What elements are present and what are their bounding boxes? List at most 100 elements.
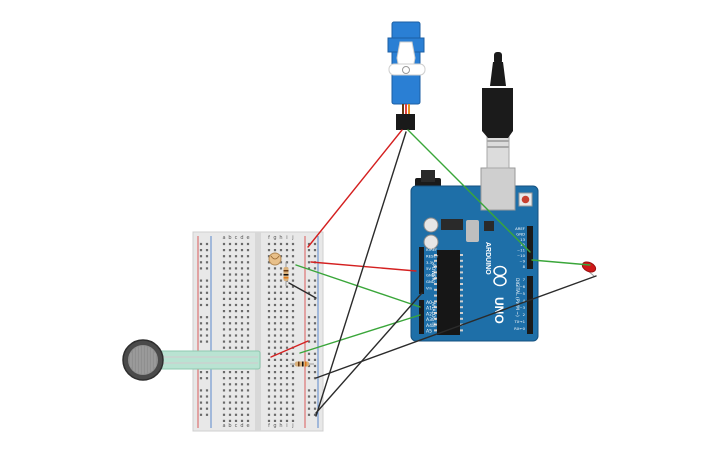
rail-hole[interactable]	[199, 255, 203, 258]
breadboard-hole[interactable]	[267, 395, 271, 398]
rail-hole[interactable]	[199, 413, 203, 416]
breadboard-hole[interactable]	[240, 389, 244, 392]
breadboard-hole[interactable]	[234, 316, 238, 319]
breadboard-hole[interactable]	[240, 328, 244, 331]
breadboard-hole[interactable]	[273, 328, 277, 331]
rail-hole[interactable]	[307, 328, 311, 331]
breadboard-hole[interactable]	[240, 310, 244, 313]
force-sensor[interactable]	[122, 339, 261, 381]
breadboard-hole[interactable]	[234, 297, 238, 300]
breadboard-hole[interactable]	[234, 407, 238, 410]
breadboard-hole[interactable]	[246, 322, 250, 325]
breadboard-hole[interactable]	[228, 291, 232, 294]
breadboard-hole[interactable]	[228, 242, 232, 246]
rail-hole[interactable]	[205, 242, 209, 246]
analog-header[interactable]	[419, 300, 424, 334]
rail-hole[interactable]	[307, 364, 311, 368]
breadboard-hole[interactable]	[291, 249, 295, 252]
rail-hole[interactable]	[313, 303, 317, 307]
breadboard-hole[interactable]	[246, 273, 250, 276]
breadboard-hole[interactable]	[273, 413, 277, 416]
breadboard-hole[interactable]	[285, 395, 289, 398]
breadboard-hole[interactable]	[228, 419, 232, 422]
breadboard-hole[interactable]	[279, 407, 283, 410]
breadboard-hole[interactable]	[228, 340, 232, 343]
breadboard-hole[interactable]	[234, 389, 238, 392]
rail-hole[interactable]	[313, 242, 317, 246]
rail-hole[interactable]	[199, 401, 203, 404]
breadboard-hole[interactable]	[222, 346, 226, 349]
breadboard-hole[interactable]	[267, 267, 271, 270]
breadboard-hole[interactable]	[240, 413, 244, 416]
breadboard-hole[interactable]	[291, 383, 295, 386]
breadboard-hole[interactable]	[234, 371, 238, 374]
breadboard-hole[interactable]	[285, 364, 289, 368]
breadboard-hole[interactable]	[240, 249, 244, 252]
breadboard-hole[interactable]	[291, 395, 295, 398]
rail-hole[interactable]	[307, 358, 311, 361]
breadboard-hole[interactable]	[246, 242, 250, 246]
breadboard-hole[interactable]	[273, 267, 277, 270]
breadboard-hole[interactable]	[267, 340, 271, 343]
rail-hole[interactable]	[307, 297, 311, 300]
breadboard-hole[interactable]	[279, 371, 283, 374]
rail-hole[interactable]	[313, 389, 317, 392]
breadboard-hole[interactable]	[291, 334, 295, 337]
rail-hole[interactable]	[307, 340, 311, 343]
breadboard-hole[interactable]	[246, 401, 250, 404]
breadboard-hole[interactable]	[279, 242, 283, 246]
breadboard-hole[interactable]	[228, 346, 232, 349]
breadboard-hole[interactable]	[246, 249, 250, 252]
rail-hole[interactable]	[307, 395, 311, 398]
breadboard-hole[interactable]	[234, 261, 238, 264]
breadboard-hole[interactable]	[246, 328, 250, 331]
breadboard-hole[interactable]	[285, 297, 289, 300]
rail-hole[interactable]	[205, 389, 209, 392]
breadboard-hole[interactable]	[240, 255, 244, 258]
digital-header-lower[interactable]	[527, 276, 533, 334]
rail-hole[interactable]	[205, 267, 209, 270]
rail-hole[interactable]	[313, 255, 317, 258]
breadboard-hole[interactable]	[267, 310, 271, 313]
rail-hole[interactable]	[307, 303, 311, 307]
breadboard-hole[interactable]	[273, 285, 277, 288]
breadboard-hole[interactable]	[285, 310, 289, 313]
rail-hole[interactable]	[307, 371, 311, 374]
breadboard-hole[interactable]	[285, 413, 289, 416]
breadboard-hole[interactable]	[228, 395, 232, 398]
breadboard-hole[interactable]	[246, 310, 250, 313]
rail-hole[interactable]	[307, 401, 311, 404]
breadboard-hole[interactable]	[273, 340, 277, 343]
breadboard-hole[interactable]	[222, 297, 226, 300]
breadboard-hole[interactable]	[267, 419, 271, 422]
rail-hole[interactable]	[313, 267, 317, 270]
breadboard-hole[interactable]	[273, 419, 277, 422]
breadboard-hole[interactable]	[240, 346, 244, 349]
breadboard-hole[interactable]	[246, 255, 250, 258]
breadboard-hole[interactable]	[222, 371, 226, 374]
rail-hole[interactable]	[205, 303, 209, 307]
breadboard-hole[interactable]	[273, 377, 277, 380]
rail-hole[interactable]	[205, 279, 209, 282]
breadboard-hole[interactable]	[279, 395, 283, 398]
rail-hole[interactable]	[199, 371, 203, 374]
rail-hole[interactable]	[199, 340, 203, 343]
rail-hole[interactable]	[313, 352, 317, 355]
breadboard-hole[interactable]	[228, 401, 232, 404]
servo-motor[interactable]	[387, 21, 426, 130]
breadboard-hole[interactable]	[273, 249, 277, 252]
breadboard-hole[interactable]	[228, 267, 232, 270]
rail-hole[interactable]	[307, 249, 311, 252]
breadboard-hole[interactable]	[279, 419, 283, 422]
breadboard-hole[interactable]	[285, 352, 289, 355]
rail-hole[interactable]	[313, 401, 317, 404]
breadboard-hole[interactable]	[228, 316, 232, 319]
breadboard-hole[interactable]	[240, 340, 244, 343]
rail-hole[interactable]	[313, 316, 317, 319]
breadboard-hole[interactable]	[234, 413, 238, 416]
rail-hole[interactable]	[199, 261, 203, 264]
breadboard-hole[interactable]	[240, 377, 244, 380]
rail-hole[interactable]	[307, 352, 311, 355]
rail-hole[interactable]	[199, 377, 203, 380]
